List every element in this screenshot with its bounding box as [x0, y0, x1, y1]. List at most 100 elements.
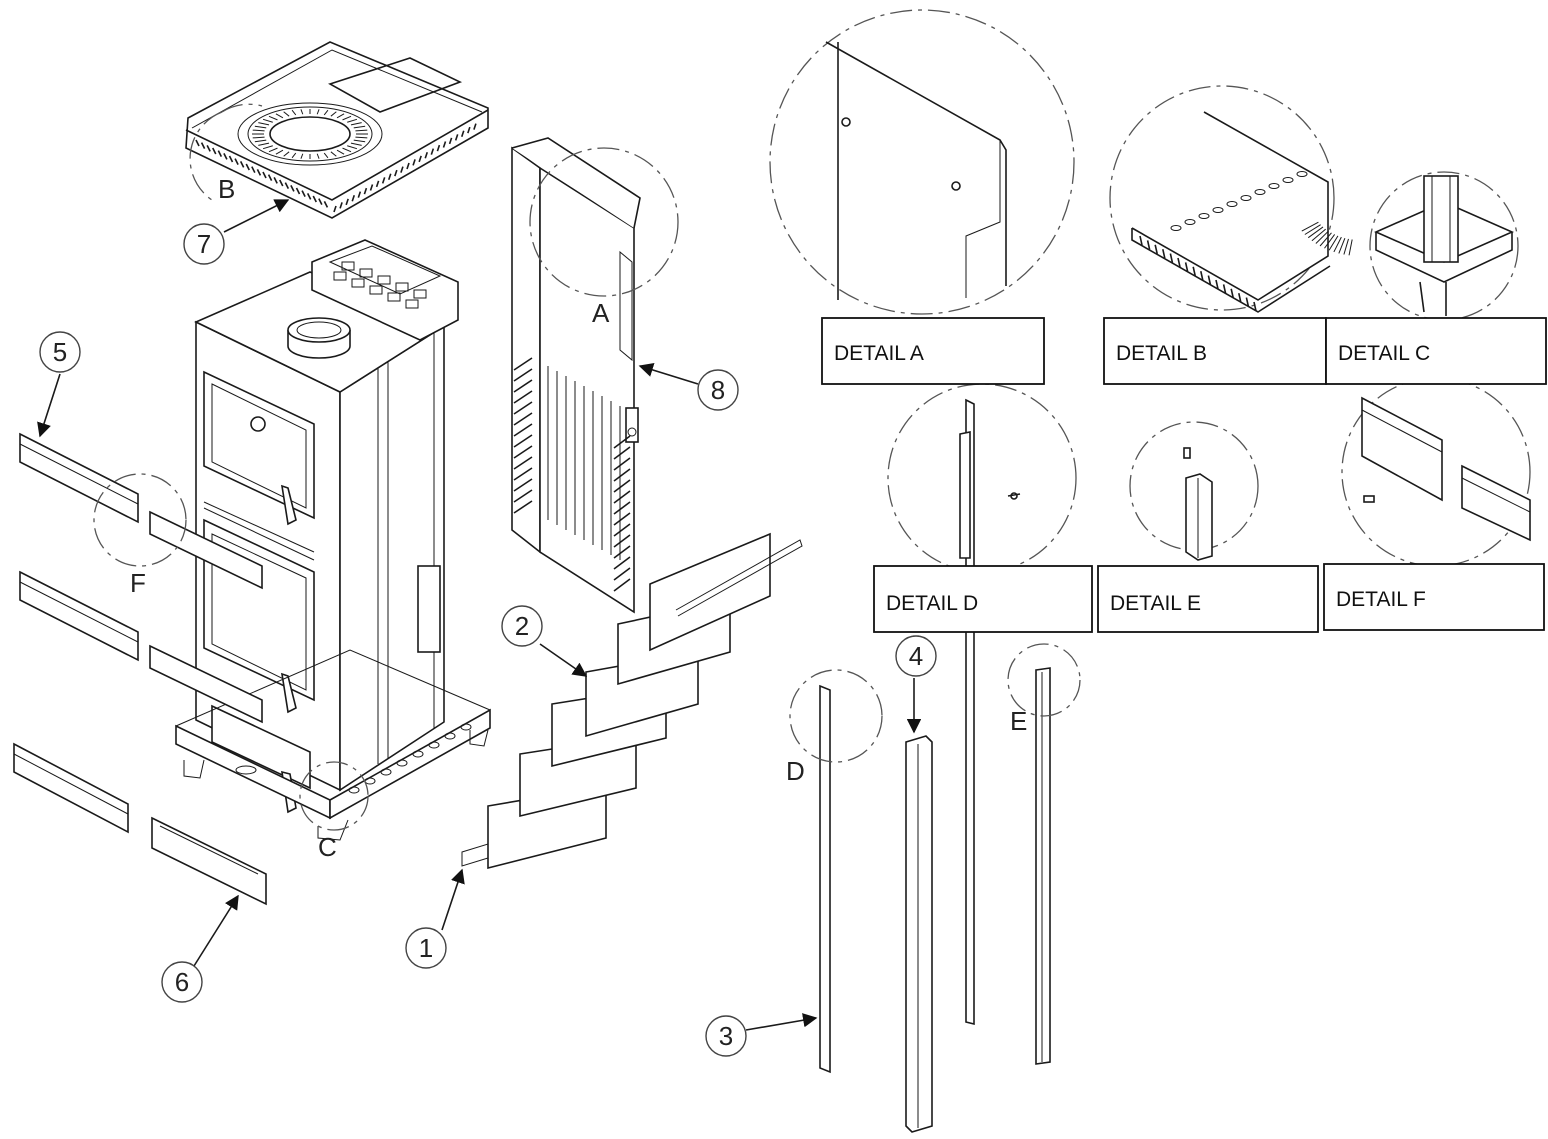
edge-slot [406, 162, 410, 170]
diagonal-slot [513, 500, 533, 514]
vent-slot [300, 153, 304, 159]
radial-slot [1338, 237, 1346, 254]
grid-cell [351, 278, 365, 288]
row-slot [1212, 207, 1224, 213]
edge-slot [1184, 262, 1189, 272]
edge-slot [251, 166, 256, 174]
detail-reference-circles [93, 103, 1081, 831]
edge-slot [430, 148, 435, 155]
diagonal-slot [613, 534, 631, 548]
vent-slot [262, 118, 273, 123]
diagonal-slot [613, 446, 631, 460]
vent-slot [323, 152, 329, 159]
detail-view-f [1341, 377, 1531, 567]
edge-slot [467, 126, 471, 134]
edge-slot [1169, 253, 1174, 263]
detail-view-a [769, 9, 1075, 315]
diagonal-slot [613, 435, 631, 449]
stacked-side-panels [461, 532, 803, 870]
callout-circle-8 [697, 369, 739, 411]
vent-slot [275, 149, 284, 155]
vent-slot [252, 136, 265, 139]
callout-1: 1 [419, 933, 433, 963]
edge-slot [412, 159, 416, 166]
diagonal-slot [613, 490, 631, 504]
plinth-hole [396, 759, 408, 767]
callout-4: 4 [909, 641, 923, 671]
diagonal-slot [513, 467, 533, 481]
detail-letter-e: E [1010, 706, 1027, 736]
edge-slot [262, 171, 267, 179]
diagonal-slot [513, 456, 533, 470]
edge-slot [206, 144, 211, 152]
edge-slot [301, 190, 306, 198]
edge-slot [1192, 266, 1196, 276]
diagonal-slot [513, 390, 533, 404]
edge-slot [375, 180, 380, 188]
radial-slot [1328, 235, 1339, 251]
edge-slot [448, 137, 453, 145]
diagonal-slot [613, 545, 631, 559]
edge-slot [1200, 271, 1204, 281]
detail-label-e: DETAIL E [1110, 592, 1201, 615]
edge-slot [200, 142, 206, 150]
edge-slot [369, 184, 374, 191]
edge-slot [381, 177, 386, 184]
diagonal-slot [513, 489, 533, 503]
detail-box-a [821, 317, 1045, 385]
vent-slot [268, 115, 278, 121]
radial-slot [1333, 236, 1342, 253]
edge-slot [1245, 297, 1250, 307]
grid-cell [359, 268, 373, 278]
row-slot [1268, 183, 1280, 189]
diagonal-slot [513, 423, 533, 437]
detail-label-boxes: DETAIL A DETAIL B DETAIL C DETAIL D DETA… [821, 317, 1547, 633]
row-slot [1296, 171, 1308, 177]
vent-slot [300, 109, 304, 115]
edge-slot [323, 200, 329, 208]
vent-slot [353, 125, 366, 129]
diagonal-slot [513, 412, 533, 426]
diagonal-slot [613, 457, 631, 471]
grid-cell [405, 299, 419, 309]
row-slot [1282, 177, 1294, 183]
detail-label-f: DETAIL F [1336, 588, 1426, 611]
edge-slot [345, 198, 349, 206]
edge-slot [339, 202, 343, 209]
edge-slot [454, 134, 459, 141]
vent-slot [350, 122, 362, 126]
grid-cell [395, 282, 409, 292]
side-rails-part-5 [13, 432, 139, 834]
vertical-profiles [819, 398, 1051, 1133]
edge-slot [400, 166, 404, 173]
edge-slot [195, 139, 200, 147]
row-slot [1170, 225, 1182, 231]
plinth-hole [412, 750, 424, 758]
vent-slot [330, 111, 337, 117]
callout-circle-5 [39, 331, 81, 373]
callout-8: 8 [711, 375, 725, 405]
edge-slot [1177, 257, 1181, 268]
grid-cell [333, 271, 347, 281]
edge-slot [1146, 240, 1151, 250]
vent-slot [291, 152, 297, 159]
vent-slot [336, 113, 345, 119]
detail-view-e [1129, 421, 1259, 561]
grid-cell [341, 261, 355, 271]
edge-slot [217, 150, 223, 158]
edge-slot [351, 194, 356, 202]
diagonal-slot [513, 445, 533, 459]
callout-6: 6 [175, 967, 189, 997]
vent-slot [336, 149, 345, 155]
edge-slot [418, 155, 422, 163]
edge-slot [1207, 275, 1212, 285]
grid-cell [377, 275, 391, 285]
diagonal-slot [613, 578, 631, 592]
edge-slot [212, 147, 217, 155]
diagonal-slot [613, 523, 631, 537]
top-plate-part-7 [185, 41, 489, 219]
plinth-hole [444, 732, 456, 740]
rear-panel-part-8 [511, 137, 641, 614]
vent-slot [330, 151, 337, 157]
